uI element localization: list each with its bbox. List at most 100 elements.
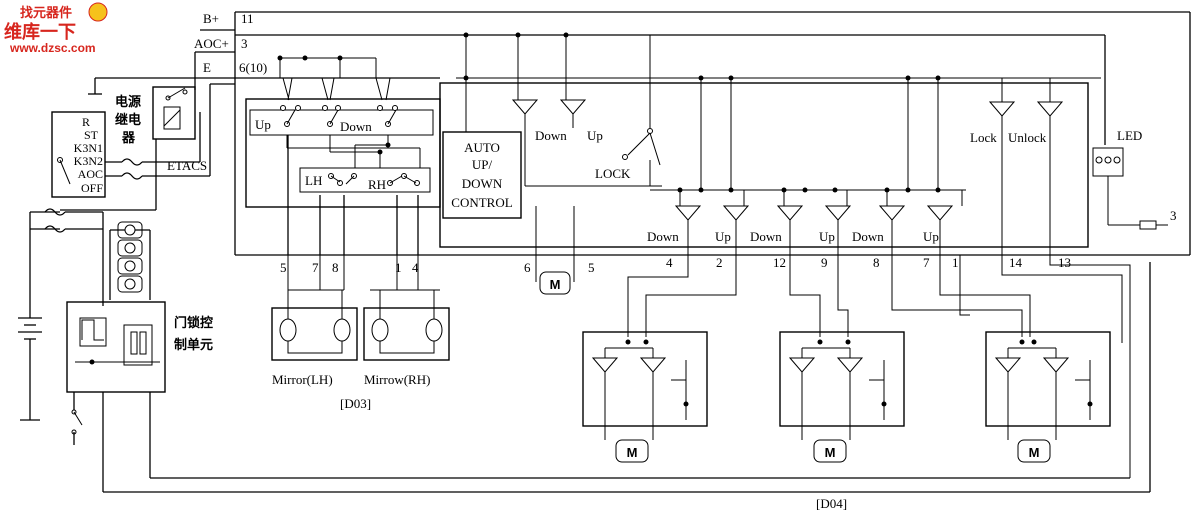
pass-switch-2-label: Up <box>715 229 731 244</box>
pass-switch-3-label: Down <box>750 229 782 244</box>
passenger-motor-1-m: M <box>627 445 638 460</box>
power-relay-label-1: 电源 <box>115 94 141 110</box>
ignition-switch: R ST K3N1 K3N2 AOC OFF <box>51 83 235 198</box>
auto-control-line-4: CONTROL <box>451 195 512 210</box>
mirror-rh-label: RH <box>368 177 386 192</box>
wire-2: 2 <box>716 255 723 270</box>
watermark: 找元器件 维库一下 www.dzsc.com <box>4 2 108 55</box>
passenger-motor-3-icon <box>1017 439 1051 463</box>
window-lock-switch-icon <box>622 35 661 186</box>
led-label: LED <box>1117 128 1142 143</box>
mirror-lh-motor-icon <box>279 318 351 342</box>
led-icon <box>1092 147 1168 230</box>
passenger-motor-3-m: M <box>1029 445 1040 460</box>
battery-fuse-icon <box>44 208 66 233</box>
power-relay: 电源 继电 器 ETACS <box>60 86 207 211</box>
passenger-feed-wires <box>627 255 1131 478</box>
door-lock-unit-label-2: 制单元 <box>174 337 213 353</box>
watermark-site-name: 维库一下 <box>4 21 76 43</box>
supply-terminals: B+ AOC+ E 11 3 6(10) <box>194 11 267 75</box>
mirror-wire-4: 4 <box>412 260 419 275</box>
driver-motor-icon <box>539 271 571 295</box>
wire-9: 9 <box>821 255 828 270</box>
mirror-switch: Up Down LH RH <box>245 55 441 255</box>
ign-pos-st: ST <box>84 128 99 142</box>
power-relay-label-2: 继电 <box>115 112 141 128</box>
watermark-badge-text: 找元器件 <box>20 5 72 21</box>
pass-switch-6-label: Up <box>923 229 939 244</box>
ign-pos-k3n2: K3N2 <box>74 154 103 168</box>
mirror-lh-label: Mirror(LH) <box>272 372 333 387</box>
terminal-e: E <box>203 60 211 75</box>
auto-control-line-1: AUTO <box>464 140 500 155</box>
master-wire-numbers: 6 5 4 2 12 9 8 7 1 14 13 <box>524 255 1071 275</box>
passenger-motor-1-icon <box>615 439 649 463</box>
pass-switch-1-label: Down <box>647 229 679 244</box>
door-lock-actuators <box>109 221 151 300</box>
lock-label: LOCK <box>595 166 631 181</box>
driver-up-label: Up <box>587 128 603 143</box>
door-lock-unlock-label: Unlock <box>1008 130 1047 145</box>
driver-window-switch-icon <box>511 99 662 187</box>
mirror-motors: Mirror(LH) Mirrow(RH) [D03] <box>271 255 450 411</box>
door-lock-control-unit <box>66 301 166 393</box>
relay-coil-icon <box>163 106 181 130</box>
auto-control-line-3: DOWN <box>462 176 503 191</box>
pass-switch-5-label: Down <box>852 229 884 244</box>
door-lock-lock-label: Lock <box>970 130 997 145</box>
wire-7: 7 <box>923 255 930 270</box>
passenger-motor-2-m: M <box>825 445 836 460</box>
door-lock-motor-icon <box>117 221 143 293</box>
wire-5: 5 <box>588 260 595 275</box>
mirror-rh-label: Mirrow(RH) <box>364 372 430 387</box>
driver-down-label: Down <box>535 128 567 143</box>
d03-label: [D03] <box>340 396 371 411</box>
mirror-wire-8: 8 <box>332 260 339 275</box>
driver-window-motor: M <box>535 206 575 295</box>
wire-6: 6 <box>524 260 531 275</box>
battery-circuit: 门锁控 制单元 <box>18 208 1151 493</box>
mirror-wire-1: 1 <box>395 260 402 275</box>
wire-1: 1 <box>952 255 959 270</box>
ign-pos-k3n1: K3N1 <box>74 141 103 155</box>
etacs-label: ETACS <box>167 158 207 173</box>
wire-12: 12 <box>773 255 786 270</box>
terminal-aoc-plus: AOC+ <box>194 36 229 51</box>
pin-11-label: 11 <box>241 11 254 26</box>
pin-3-label: 3 <box>241 36 248 51</box>
mirror-wire-7: 7 <box>312 260 319 275</box>
wire-4: 4 <box>666 255 673 270</box>
passenger-motor-2-icon <box>813 439 847 463</box>
watermark-url: www.dzsc.com <box>9 41 96 55</box>
mirror-down-label: Down <box>340 119 372 134</box>
mirror-wire-numbers: 5 7 8 1 4 <box>280 260 419 275</box>
pin-6-10-label: 6(10) <box>239 60 267 75</box>
ign-pos-r: R <box>82 115 90 129</box>
mirror-wire-5: 5 <box>280 260 287 275</box>
power-relay-label-3: 器 <box>121 131 136 146</box>
watermark-badge-icon <box>88 2 108 22</box>
passenger-unit-3: M <box>985 331 1111 463</box>
pass-switch-4-label: Up <box>819 229 835 244</box>
ignition-fuse-icon <box>121 158 143 180</box>
mirror-lh-label: LH <box>305 173 322 188</box>
main-harness <box>88 11 1191 256</box>
door-lock-pulse-icon <box>81 319 104 341</box>
door-lock-unit-label-1: 门锁控 <box>174 315 213 331</box>
wire-14: 14 <box>1009 255 1023 270</box>
ign-pos-aoc: AOC <box>78 167 103 181</box>
passenger-unit-1: M <box>582 331 708 463</box>
wire-8: 8 <box>873 255 880 270</box>
driver-motor-m: M <box>550 277 561 292</box>
ign-pos-off: OFF <box>81 181 103 195</box>
auto-control-line-2: UP/ <box>472 157 493 172</box>
wire-13: 13 <box>1058 255 1071 270</box>
master-window-switch: AUTO UP/ DOWN CONTROL Down Up LOCK <box>439 32 1177 255</box>
terminal-b-plus: B+ <box>203 11 219 26</box>
door-lock-switch-icon <box>988 78 1064 255</box>
passenger-unit-2: M <box>779 331 905 463</box>
led-pin-3-label: 3 <box>1170 208 1177 223</box>
d04-label: [D04] <box>816 496 847 511</box>
